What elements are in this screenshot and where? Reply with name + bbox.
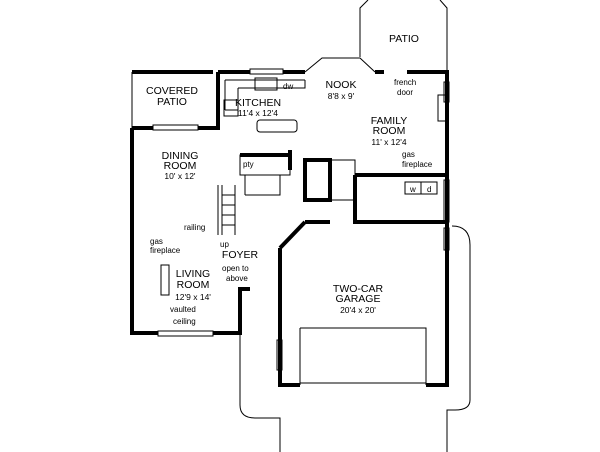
dining-room-label: DINING xyxy=(162,150,199,162)
garage-label-2: GARAGE xyxy=(336,293,381,305)
gas-fireplace-label: gas xyxy=(402,150,415,159)
patio-label: PATIO xyxy=(389,33,419,45)
staircase xyxy=(217,175,281,235)
covered-patio: COVERED PATIO xyxy=(131,70,218,131)
nook-label: NOOK xyxy=(326,79,357,91)
french-door-label-2: door xyxy=(397,88,413,97)
kitchen-fixtures: dw pty xyxy=(160,77,447,296)
dishwasher-label: dw xyxy=(283,82,293,91)
living-room-label: LIVING xyxy=(176,268,210,280)
kitchen-size: 11'4 x 12'4 xyxy=(238,108,278,118)
dining-room-label-2: ROOM xyxy=(164,160,197,172)
dining-room-size: 10' x 12' xyxy=(164,171,196,181)
foyer-label: FOYER xyxy=(222,249,259,261)
living-fireplace-label: gas xyxy=(150,237,163,246)
family-room-label-2: ROOM xyxy=(373,125,406,137)
gas-fireplace-label-2: fireplace xyxy=(402,160,433,169)
covered-patio-label: COVERED xyxy=(146,85,198,97)
living-fireplace-label-2: fireplace xyxy=(150,246,181,255)
french-door-label: french xyxy=(394,78,416,87)
stair-up-label: up xyxy=(220,240,229,249)
laundry: w d xyxy=(404,181,438,195)
pantry-label: pty xyxy=(243,160,254,169)
family-room-label: FAMILY xyxy=(371,115,408,127)
open-to-label: open to xyxy=(222,264,249,273)
living-room-size: 12'9 x 14' xyxy=(175,292,211,302)
garage-size: 20'4 x 20' xyxy=(340,305,376,315)
garage-label: TWO-CAR xyxy=(333,283,384,295)
vaulted-label-2: ceiling xyxy=(173,317,196,326)
kitchen-label: KITCHEN xyxy=(235,97,281,109)
open-to-label-2: above xyxy=(226,274,248,283)
driveway xyxy=(239,225,471,452)
family-room-size: 11' x 12'4 xyxy=(371,137,406,147)
living-room-label-2: ROOM xyxy=(177,279,210,291)
covered-patio-label-2: PATIO xyxy=(157,96,187,108)
washer-label: w xyxy=(409,185,416,194)
dryer-label: d xyxy=(427,185,431,194)
railing-label: railing xyxy=(184,223,205,232)
patio: PATIO xyxy=(359,0,448,72)
vaulted-label: vaulted xyxy=(170,305,196,314)
nook-size: 8'8 x 9' xyxy=(328,91,355,101)
